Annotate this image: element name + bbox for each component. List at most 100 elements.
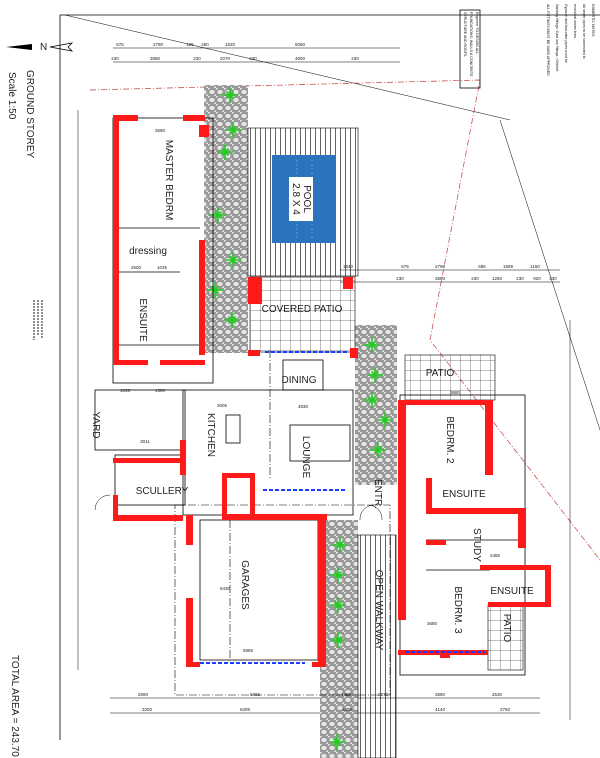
engineer-note-line: Engineer TO DESIGN ALL <box>475 12 479 54</box>
dimension-label: 4140 <box>435 707 446 712</box>
plant-icon <box>330 632 346 648</box>
dimension-label: 4600 <box>295 56 306 61</box>
dimension-label: 3680 <box>435 692 446 697</box>
legend-notes <box>33 300 43 340</box>
dimension-label: 460 <box>201 42 209 47</box>
gravel-strip-north <box>204 85 248 353</box>
engineer-note-box <box>459 9 481 89</box>
dimension-label: 920 <box>533 276 541 281</box>
site-boundary <box>64 14 511 121</box>
dimension-label: 230 <box>516 276 524 281</box>
dimension-label: 1035 <box>120 388 131 393</box>
plant-icon <box>225 122 241 138</box>
dimension-label: 3680 <box>450 390 461 395</box>
plants <box>207 87 393 750</box>
dimension-label: 3680 <box>427 621 438 626</box>
dimension-label: 2760 <box>500 707 511 712</box>
plant-icon <box>329 734 345 750</box>
plant-icon <box>370 442 386 458</box>
dimension-labels: 675 2790 125 460 1620 5060 230 3680 230 2070 230 46… <box>111 42 557 712</box>
dimension-label: 3005 <box>217 403 228 408</box>
dimension-label: 2530 <box>492 692 503 697</box>
plant-icon <box>332 537 348 553</box>
dimension-label: 2590 <box>138 692 149 697</box>
dimension-label: 2070 <box>220 56 231 61</box>
dimension-label: 6430 <box>220 586 231 591</box>
pool-size: 2.8 X 4 <box>290 183 301 215</box>
patio-bottom-floor <box>487 604 524 671</box>
drawing-title: GROUND STOREY <box>24 70 35 158</box>
open-walkway-deck <box>357 534 397 758</box>
room-label-entrance: ENTR. <box>372 479 383 509</box>
note-line: ALL FITTINGS MUST BE SABS APPROVED <box>546 4 550 76</box>
dimension-label: 1599 <box>503 264 514 269</box>
plant-icon <box>377 412 393 428</box>
north-label: N <box>40 42 47 53</box>
plant-icon <box>364 337 380 353</box>
dimension-label: 3680 <box>155 128 166 133</box>
room-label-covered-patio: COVERED PATIO <box>262 304 343 315</box>
plant-icon <box>210 207 226 223</box>
note-line: Sanitary fittings: Cast iron fittings / … <box>555 4 559 71</box>
plant-icon <box>222 87 238 103</box>
room-label-dressing: dressing <box>129 246 167 257</box>
room-label-ensuite-3: ENSUITE <box>490 586 534 597</box>
note-line: Gypsum and tow-rater pipes must be <box>564 4 568 63</box>
room-label-lounge: LOUNGE <box>300 436 311 479</box>
dimension-label: 1035 <box>157 265 168 270</box>
plant-icon <box>367 367 383 383</box>
room-label-bedroom-2: BEDRM. 2 <box>444 416 455 464</box>
room-label-kitchen: KITCHEN <box>205 413 216 457</box>
dimension-label: 5060 <box>295 42 306 47</box>
engineer-note-line: STRUCTURE AND ROOFS. <box>463 12 467 57</box>
note-line: All sewer pipes to be connected to <box>582 4 586 59</box>
drawing-scale: Scale 1:50 <box>6 72 17 120</box>
dimension-label: 3011 <box>140 439 150 444</box>
room-label-study: STUDY <box>471 528 482 562</box>
dimension-label: 2485 <box>490 553 501 558</box>
patio-top-floor <box>404 354 496 401</box>
dimension-label: 1380 <box>155 388 166 393</box>
dimension-label: 1620 <box>225 42 236 47</box>
pool-name: POOL <box>301 185 312 213</box>
dimension-label: 2790 <box>435 264 446 269</box>
room-label-ensuite-master: ENSUITE <box>137 298 148 342</box>
building-line <box>89 79 600 561</box>
room-label-bedroom-3: BEDRM. 3 <box>452 586 463 634</box>
dimension-label: 4830 <box>298 404 309 409</box>
dimension-label: 230 <box>351 56 359 61</box>
dimension-label: 230 <box>193 56 201 61</box>
room-label-ensuite-2: ENSUITE <box>442 489 486 500</box>
plant-icon <box>217 144 233 160</box>
dimension-label: 1280 <box>492 276 503 281</box>
covered-patio-floor <box>249 276 356 353</box>
dimension-label: 5865 <box>243 648 254 653</box>
room-label-garages: GARAGES <box>239 560 250 610</box>
dimension-label: 5865 <box>250 692 261 697</box>
dimension-label: 230 <box>549 276 557 281</box>
pool-label: POOL 2.8 X 4 <box>289 177 313 221</box>
dimension-label: 675 <box>116 42 124 47</box>
dimension-label: 230 <box>471 276 479 281</box>
site-boundary-2 <box>499 119 600 431</box>
dimension-label: 2500 <box>131 265 142 270</box>
dimension-label: 6305 <box>240 707 251 712</box>
dimension-label: 3680 <box>435 276 446 281</box>
note-line: DOMESTIC NOTES <box>591 4 595 37</box>
room-label-master-bedroom: MASTER BEDRM <box>163 140 174 221</box>
dimension-label: 2790 <box>153 42 164 47</box>
engineer-note-line: FOUNDATIONS, WALLS & CONCRETE <box>469 12 473 77</box>
notes-block: DOMESTIC NOTES All sewer pipes to be conn… <box>463 4 595 77</box>
room-label-patio-bottom: PATIO <box>501 614 512 643</box>
room-label-scullery: SCULLERY <box>136 486 189 497</box>
dimension-label: 2070 <box>378 692 389 697</box>
plant-icon <box>225 252 241 268</box>
dimension-label: 125 <box>186 42 194 47</box>
room-label-dining: DINING <box>282 375 317 386</box>
dimension-label: 3680 <box>150 56 161 61</box>
dimension-label: 1840 <box>343 264 354 269</box>
windows <box>200 351 485 664</box>
room-label-patio-top: PATIO <box>426 368 455 379</box>
dimension-label: 1450 <box>341 692 352 697</box>
